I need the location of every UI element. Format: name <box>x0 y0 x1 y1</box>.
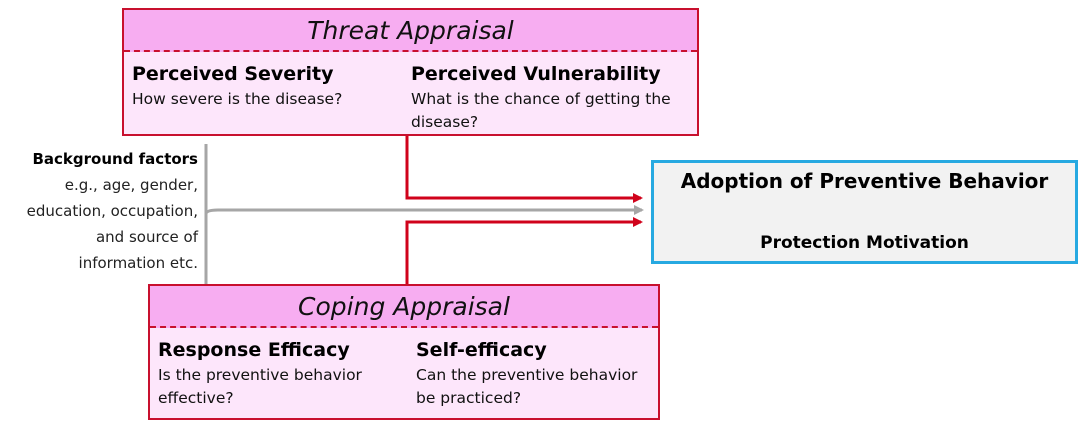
perceived-vulnerability-desc: What is the chance of getting the diseas… <box>411 90 671 131</box>
background-factors-title: Background factors <box>32 150 198 168</box>
adoption-title: Adoption of Preventive Behavior <box>680 169 1049 193</box>
protection-motivation-label: Protection Motivation <box>760 233 969 253</box>
perceived-vulnerability: Perceived Vulnerability What is the chan… <box>411 62 691 134</box>
coping-arrow <box>405 217 643 284</box>
background-factors-line: education, occupation, <box>26 202 198 220</box>
self-efficacy-title: Self-efficacy <box>416 339 547 361</box>
background-factors-line: e.g., age, gender, <box>64 176 198 194</box>
threat-appraisal-box: Threat Appraisal Perceived Severity How … <box>122 8 699 136</box>
background-factors-line: information etc. <box>78 254 198 272</box>
perceived-severity: Perceived Severity How severe is the dis… <box>132 62 402 111</box>
coping-appraisal-title: Coping Appraisal <box>150 286 658 328</box>
coping-appraisal-box: Coping Appraisal Response Efficacy Is th… <box>148 284 660 420</box>
self-efficacy: Self-efficacy Can the preventive behavio… <box>416 338 652 410</box>
background-factors-line: and source of <box>95 228 198 246</box>
perceived-vulnerability-title: Perceived Vulnerability <box>411 63 661 85</box>
response-efficacy-desc: Is the preventive behavior effective? <box>158 366 362 407</box>
response-efficacy-title: Response Efficacy <box>158 339 350 361</box>
background-arrow <box>204 205 644 215</box>
perceived-severity-desc: How severe is the disease? <box>132 90 343 108</box>
adoption-box: Adoption of Preventive Behavior Protecti… <box>651 160 1078 264</box>
threat-appraisal-title: Threat Appraisal <box>124 10 697 52</box>
background-factors: Background factors e.g., age, gender, ed… <box>0 146 198 276</box>
self-efficacy-desc: Can the preventive behavior be practiced… <box>416 366 638 407</box>
threat-arrow <box>405 136 643 203</box>
response-efficacy: Response Efficacy Is the preventive beha… <box>158 338 398 410</box>
perceived-severity-title: Perceived Severity <box>132 63 334 85</box>
